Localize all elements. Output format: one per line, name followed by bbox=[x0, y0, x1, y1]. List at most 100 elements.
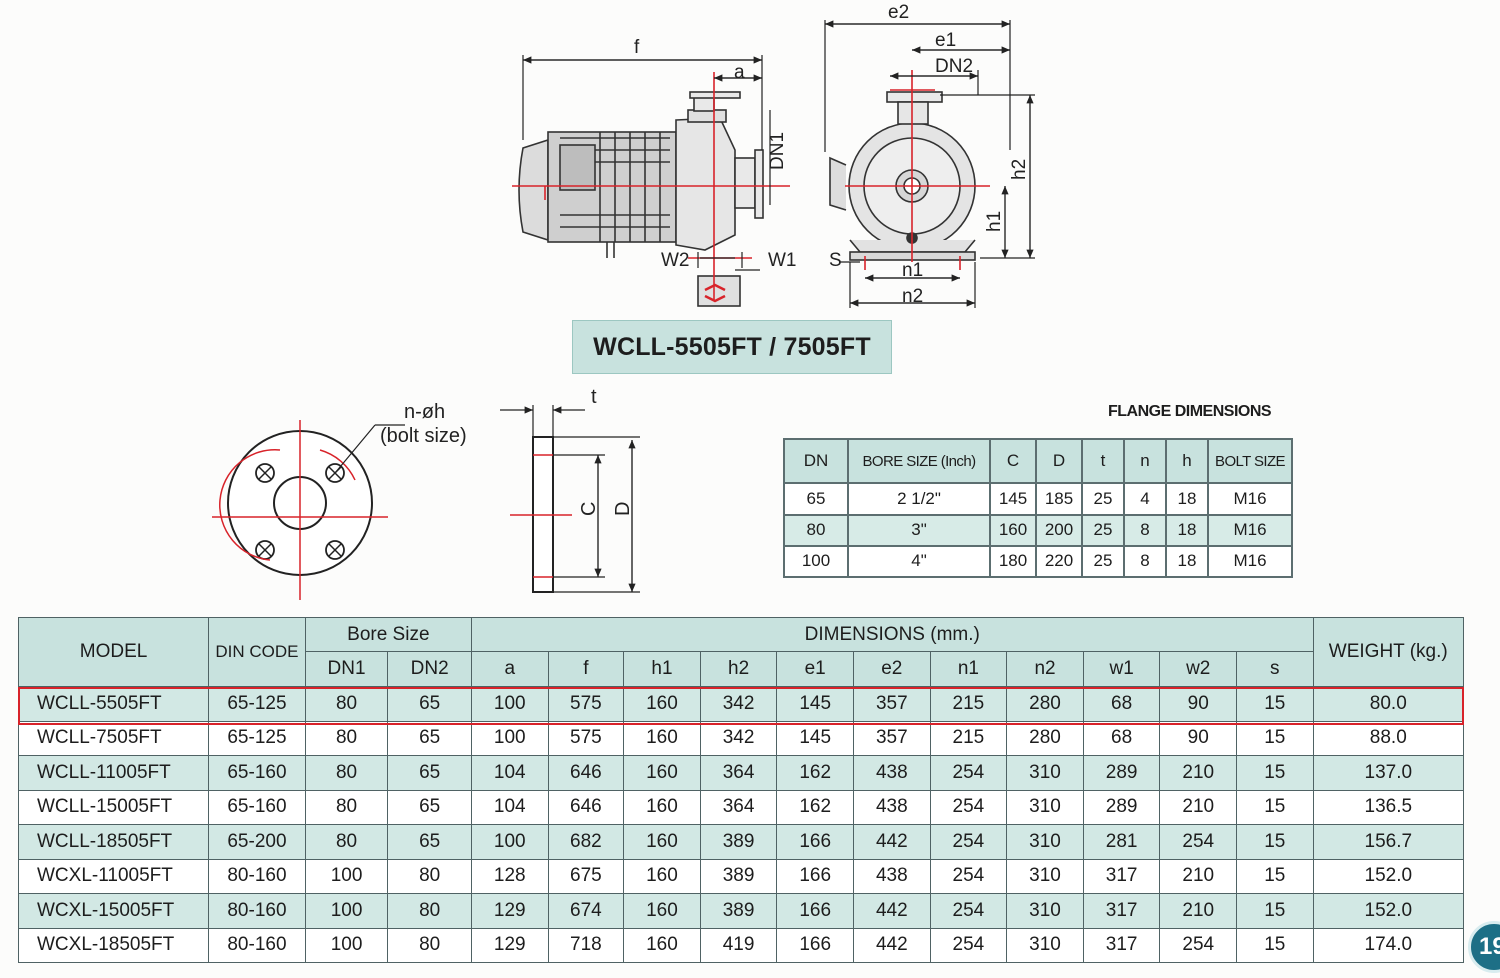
table-cell: 100 bbox=[470, 720, 549, 756]
table-cell: 128 bbox=[470, 858, 549, 894]
table-cell: 215 bbox=[929, 686, 1008, 722]
flange-cell: 4" bbox=[847, 544, 991, 579]
table-cell: 280 bbox=[1006, 720, 1084, 756]
flange-col-bolt: BOLT SIZE bbox=[1207, 437, 1293, 485]
table-cell: 210 bbox=[1159, 893, 1238, 929]
model-name-cell: WCLL-7505FT bbox=[17, 720, 210, 756]
table-cell: 80 bbox=[304, 720, 389, 756]
col-s: s bbox=[1236, 651, 1314, 687]
flange-col-c: C bbox=[989, 437, 1037, 485]
model-title: WCLL-5505FT / 7505FT bbox=[572, 320, 892, 374]
table-cell: 310 bbox=[1006, 789, 1084, 825]
model-name-cell: WCLL-18505FT bbox=[17, 824, 210, 860]
table-cell: 80.0 bbox=[1312, 686, 1465, 722]
table-cell: 160 bbox=[623, 686, 701, 722]
table-cell: 166 bbox=[776, 893, 854, 929]
table-cell: 68 bbox=[1082, 686, 1161, 722]
table-cell: 166 bbox=[776, 858, 854, 894]
table-cell: 310 bbox=[1006, 824, 1084, 860]
table-cell: 364 bbox=[699, 789, 778, 825]
flange-front-view bbox=[212, 420, 405, 600]
table-cell: 65 bbox=[387, 686, 472, 722]
table-cell: 80 bbox=[304, 789, 389, 825]
label-dn2: DN2 bbox=[935, 56, 973, 77]
table-cell: 15 bbox=[1236, 858, 1314, 894]
col-n2: n2 bbox=[1006, 651, 1084, 687]
pump-side-view bbox=[518, 91, 764, 307]
table-cell: 254 bbox=[1159, 824, 1238, 860]
table-cell: 210 bbox=[1159, 858, 1238, 894]
flange-cell: 220 bbox=[1035, 544, 1083, 579]
pump-front-view bbox=[829, 91, 976, 261]
table-cell: 254 bbox=[929, 858, 1008, 894]
table-cell: 675 bbox=[547, 858, 625, 894]
label-c: C bbox=[578, 502, 600, 516]
table-cell: 80 bbox=[304, 755, 389, 791]
col-din-code: DIN CODE bbox=[208, 617, 306, 687]
table-cell: 15 bbox=[1236, 893, 1314, 929]
flange-cell: 25 bbox=[1081, 544, 1125, 579]
label-t: t bbox=[591, 386, 597, 408]
highlight-box bbox=[18, 687, 1464, 725]
table-cell: 80 bbox=[387, 893, 472, 929]
flange-front-labels: n-øh (bolt size) bbox=[380, 401, 467, 447]
table-cell: 136.5 bbox=[1312, 789, 1465, 825]
model-name-cell: WCXL-18505FT bbox=[17, 927, 210, 963]
label-w1: W1 bbox=[768, 250, 797, 271]
table-cell: 152.0 bbox=[1312, 858, 1465, 894]
table-cell: 65-125 bbox=[208, 686, 306, 722]
table-cell: 129 bbox=[470, 893, 549, 929]
table-cell: 310 bbox=[1006, 858, 1084, 894]
col-h2: h2 bbox=[699, 651, 778, 687]
table-cell: 438 bbox=[852, 755, 931, 791]
table-cell: 389 bbox=[699, 893, 778, 929]
table-cell: 65-200 bbox=[208, 824, 306, 860]
table-cell: 152.0 bbox=[1312, 893, 1465, 929]
table-cell: 160 bbox=[623, 893, 701, 929]
model-name-cell: WCLL-15005FT bbox=[17, 789, 210, 825]
table-cell: 162 bbox=[776, 755, 854, 791]
flange-cell: 8 bbox=[1123, 513, 1167, 547]
table-cell: 310 bbox=[1006, 755, 1084, 791]
flange-cell: 100 bbox=[783, 544, 849, 579]
flange-cell: 145 bbox=[989, 482, 1037, 516]
pump-front-dimensions bbox=[824, 20, 1035, 308]
col-e1: e1 bbox=[776, 651, 854, 687]
table-cell: 419 bbox=[699, 927, 778, 963]
label-e2: e2 bbox=[888, 2, 909, 23]
flange-side-view bbox=[500, 405, 640, 593]
table-cell: 718 bbox=[547, 927, 625, 963]
table-cell: 438 bbox=[852, 858, 931, 894]
table-cell: 646 bbox=[547, 789, 625, 825]
flange-col-h: h bbox=[1165, 437, 1209, 485]
table-cell: 129 bbox=[470, 927, 549, 963]
table-cell: 160 bbox=[623, 789, 701, 825]
table-cell: 160 bbox=[623, 720, 701, 756]
label-h1: h1 bbox=[984, 211, 1005, 232]
model-name-cell: WCXL-11005FT bbox=[17, 858, 210, 894]
table-cell: 254 bbox=[929, 789, 1008, 825]
pump-front-centerlines bbox=[845, 70, 990, 270]
table-cell: 65 bbox=[387, 789, 472, 825]
label-n1: n1 bbox=[902, 260, 923, 281]
label-bolt-b: (bolt size) bbox=[380, 425, 467, 447]
col-bore-size: Bore Size bbox=[304, 617, 472, 652]
col-weight: WEIGHT (kg.) bbox=[1312, 617, 1465, 687]
col-h1: h1 bbox=[623, 651, 701, 687]
table-cell: 357 bbox=[852, 686, 931, 722]
flange-cell: 80 bbox=[783, 513, 849, 547]
table-cell: 289 bbox=[1082, 755, 1161, 791]
flange-cell: 4 bbox=[1123, 482, 1167, 516]
pump-side-dimensions bbox=[522, 55, 771, 271]
table-cell: 68 bbox=[1082, 720, 1161, 756]
label-a: a bbox=[734, 62, 745, 83]
table-cell: 682 bbox=[547, 824, 625, 860]
table-cell: 15 bbox=[1236, 824, 1314, 860]
pump-side-labels: f a DN1 W2 W1 bbox=[634, 37, 797, 271]
